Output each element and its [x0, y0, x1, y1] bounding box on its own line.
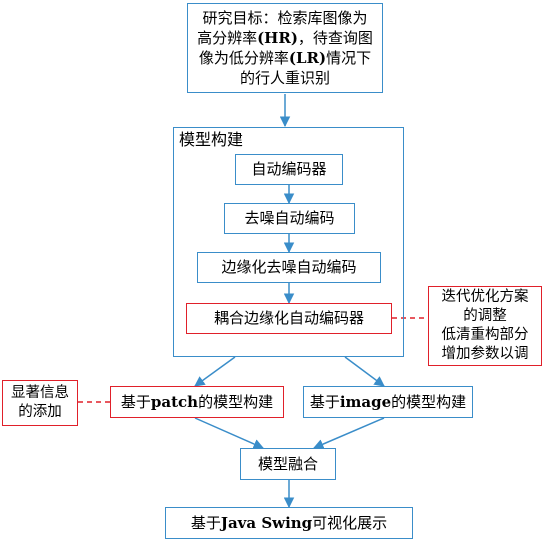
- arrow-model-to-patch: [194, 356, 236, 387]
- step-marginalized-denoising-autoencoder: 边缘化去噪自动编码: [197, 252, 381, 283]
- arrow-patch-to-fusion: [194, 417, 264, 449]
- iteration-note-box: 迭代优化方案 的调整 低清重构部分 增加参数以调: [428, 286, 542, 366]
- step-coupled-marginalized-autoencoder: 耦合边缘化自动编码器: [186, 303, 392, 334]
- salient-info-note-box: 显著信息 的添加: [2, 380, 78, 426]
- goal-line-1: 研究目标：检索库图像为: [202, 9, 368, 27]
- arrow-model-to-image: [344, 356, 385, 387]
- arrow-image-to-fusion: [313, 417, 385, 450]
- model-construction-title: 模型构建: [179, 130, 244, 149]
- research-goal-box: 研究目标：检索库图像为 高分辨率(HR)，待查询图 像为低分辨率(LR)情况下 …: [187, 3, 383, 93]
- goal-line-2: 高分辨率(HR)，待查询图: [197, 29, 373, 47]
- step-denoising-autoencoder: 去噪自动编码: [224, 203, 355, 234]
- goal-line-3: 像为低分辨率(LR)情况下: [198, 49, 372, 67]
- model-construction-group: [173, 127, 404, 357]
- goal-line-4: 的行人重识别: [239, 69, 330, 87]
- step-autoencoder: 自动编码器: [235, 154, 343, 185]
- model-fusion-box: 模型融合: [240, 448, 336, 480]
